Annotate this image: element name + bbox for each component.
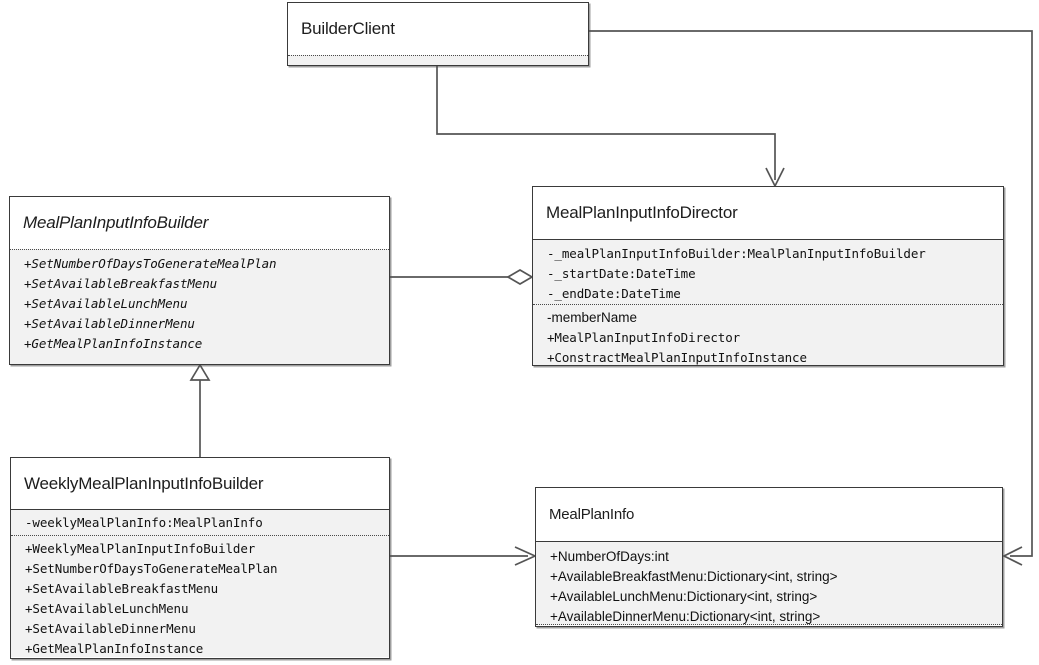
method-row: +SetNumberOfDaysToGenerateMealPlan	[25, 561, 278, 576]
class-title-weekly-meal-plan-input-info-builder: WeeklyMealPlanInputInfoBuilder	[11, 458, 389, 509]
attribute-row: -_startDate:DateTime	[547, 266, 696, 281]
connector-builder-to-director	[390, 269, 534, 285]
method-row: +SetAvailableLunchMenu	[24, 296, 188, 311]
class-title-builder-client: BuilderClient	[288, 3, 588, 55]
method-row: +GetMealPlanInfoInstance	[24, 336, 203, 351]
method-row: +SetAvailableBreakfastMenu	[25, 581, 219, 596]
compartment-attributes-weekly-meal-plan-input-info-builder: -weeklyMealPlanInfo:MealPlanInfo	[11, 509, 389, 535]
class-meal-plan-input-info-director[interactable]: MealPlanInputInfoDirector -_mealPlanInpu…	[532, 186, 1004, 366]
class-title-meal-plan-input-info-builder: MealPlanInputInfoBuilder	[10, 197, 389, 249]
connector-weekly-inherits-builder	[189, 363, 211, 457]
method-row: +SetNumberOfDaysToGenerateMealPlan	[24, 256, 277, 271]
attribute-row: -_endDate:DateTime	[547, 286, 681, 301]
method-row: +MealPlanInputInfoDirector	[547, 330, 741, 345]
method-row: +WeeklyMealPlanInputInfoBuilder	[25, 541, 256, 556]
attribute-row: +AvailableLunchMenu:Dictionary<int, stri…	[550, 589, 818, 604]
compartment-empty-builder-client	[288, 55, 588, 65]
class-meal-plan-input-info-builder[interactable]: MealPlanInputInfoBuilder +SetNumberOfDay…	[9, 196, 390, 365]
compartment-methods-meal-plan-input-info-builder: +SetNumberOfDaysToGenerateMealPlan +SetA…	[10, 249, 389, 364]
method-row: +ConstractMealPlanInputInfoInstance	[547, 350, 807, 365]
method-row: +SetAvailableLunchMenu	[25, 601, 189, 616]
compartment-methods-weekly-meal-plan-input-info-builder: +WeeklyMealPlanInputInfoBuilder +SetNumb…	[11, 535, 389, 657]
class-title-meal-plan-input-info-director: MealPlanInputInfoDirector	[533, 187, 1003, 239]
method-row: +SetAvailableDinnerMenu	[24, 316, 195, 331]
connector-weekly-to-mealplaninfo	[390, 546, 538, 566]
compartment-methods-meal-plan-input-info-director: -memberName +MealPlanInputInfoDirector +…	[533, 304, 1003, 365]
method-row: -memberName	[547, 310, 638, 325]
class-title-meal-plan-info: MealPlanInfo	[536, 488, 1002, 541]
method-row: +SetAvailableBreakfastMenu	[24, 276, 218, 291]
class-meal-plan-info[interactable]: MealPlanInfo +NumberOfDays:int +Availabl…	[535, 487, 1003, 627]
connector-client-to-director	[436, 66, 785, 188]
compartment-attributes-meal-plan-input-info-director: -_mealPlanInputInfoBuilder:MealPlanInput…	[533, 239, 1003, 304]
attribute-row: +NumberOfDays:int	[550, 549, 669, 564]
attribute-row: -_mealPlanInputInfoBuilder:MealPlanInput…	[547, 246, 926, 261]
compartment-attributes-meal-plan-info: +NumberOfDays:int +AvailableBreakfastMen…	[536, 541, 1002, 625]
method-row: +GetMealPlanInfoInstance	[25, 641, 204, 656]
attribute-row: +AvailableBreakfastMenu:Dictionary<int, …	[550, 569, 838, 584]
method-row: +SetAvailableDinnerMenu	[25, 621, 196, 636]
class-weekly-meal-plan-input-info-builder[interactable]: WeeklyMealPlanInputInfoBuilder -weeklyMe…	[10, 457, 390, 659]
attribute-row: -weeklyMealPlanInfo:MealPlanInfo	[25, 515, 263, 530]
class-builder-client[interactable]: BuilderClient	[287, 2, 589, 66]
attribute-row: +AvailableDinnerMenu:Dictionary<int, str…	[550, 609, 821, 624]
